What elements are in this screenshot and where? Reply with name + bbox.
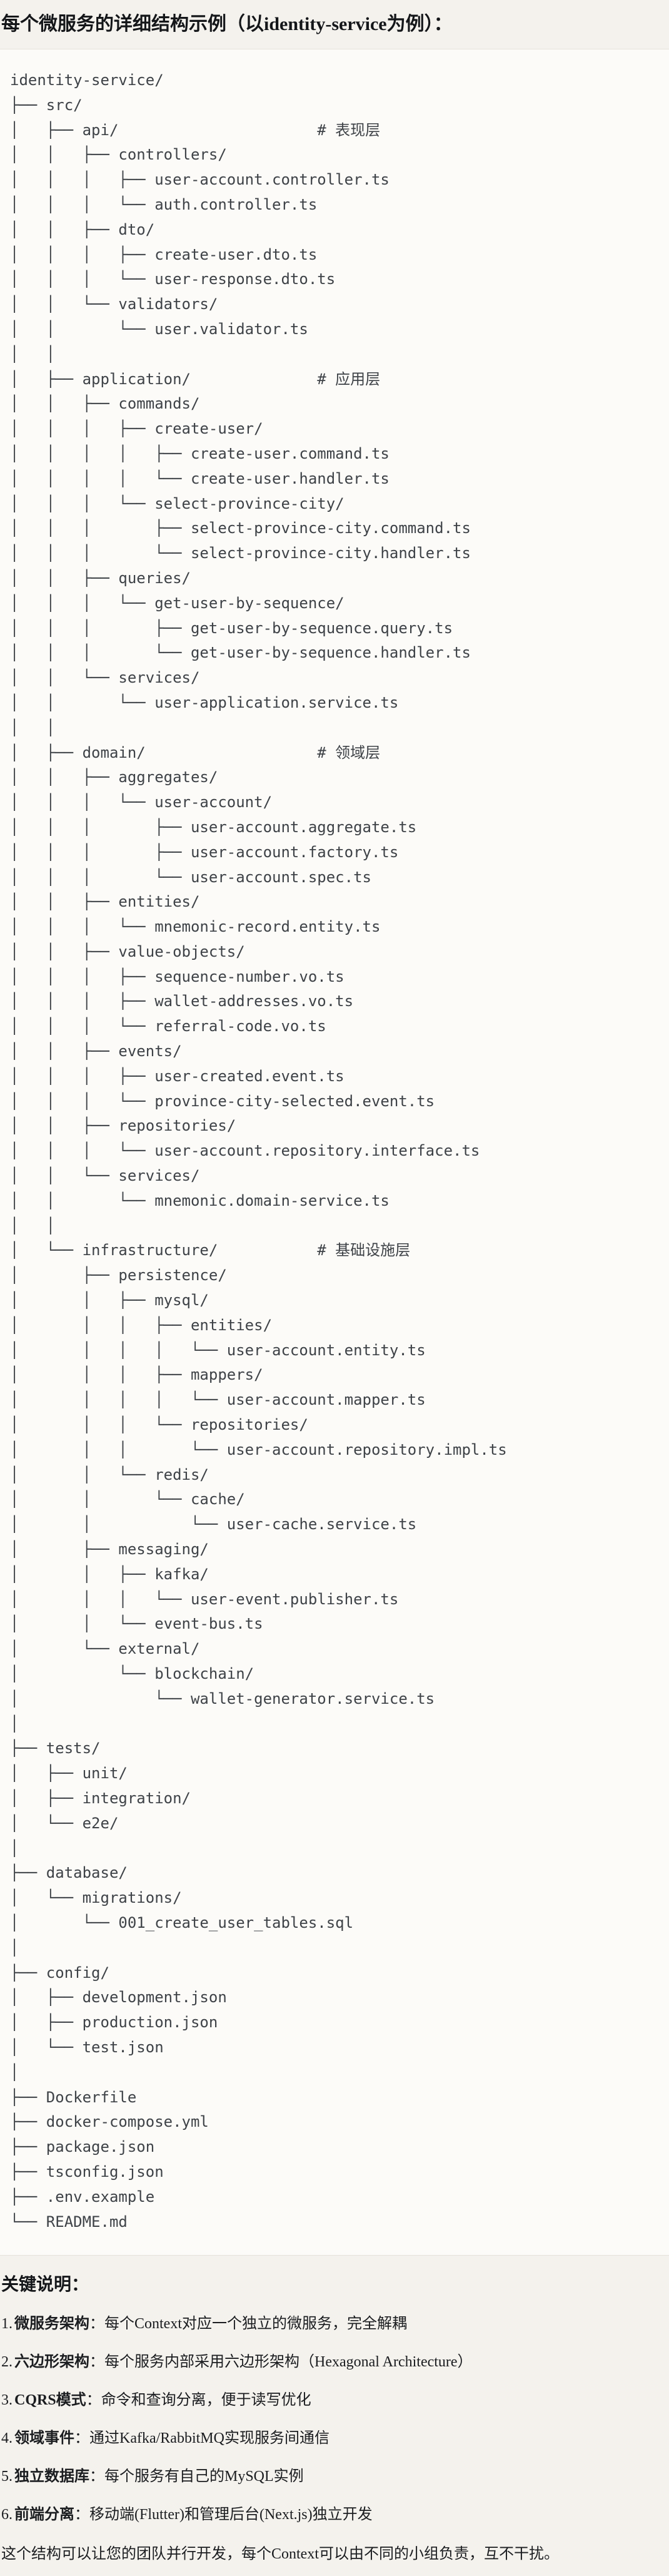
note-number: 4. bbox=[1, 2430, 13, 2447]
note-label: 前端分离 bbox=[14, 2507, 74, 2523]
note-label: 微服务架构 bbox=[14, 2316, 89, 2333]
note-separator: ： bbox=[74, 2507, 89, 2523]
note-separator: ： bbox=[89, 2468, 104, 2485]
note-number: 2. bbox=[1, 2354, 13, 2371]
note-item-microservice: 1.微服务架构：每个Context对应一个独立的微服务，完全解耦 bbox=[1, 2314, 666, 2334]
note-separator: ： bbox=[74, 2430, 89, 2447]
note-separator: ： bbox=[89, 2316, 104, 2333]
directory-tree-code-block: identity-service/ ├── src/ │ ├── api/ # … bbox=[0, 49, 669, 2256]
note-text: 每个Context对应一个独立的微服务，完全解耦 bbox=[104, 2316, 407, 2333]
note-number: 1. bbox=[1, 2316, 13, 2333]
note-number: 3. bbox=[1, 2392, 13, 2409]
note-text: 通过Kafka/RabbitMQ实现服务间通信 bbox=[89, 2430, 329, 2447]
note-item-independent-db: 5.独立数据库：每个服务有自己的MySQL实例 bbox=[1, 2467, 666, 2487]
note-label: 领域事件 bbox=[14, 2430, 74, 2447]
note-text: 每个服务内部采用六边形架构（Hexagonal Architecture） bbox=[104, 2354, 473, 2371]
note-item-cqrs: 3.CQRS模式：命令和查询分离，便于读写优化 bbox=[1, 2391, 666, 2410]
note-label: 六边形架构 bbox=[14, 2354, 89, 2371]
notes-section: 关键说明： 1.微服务架构：每个Context对应一个独立的微服务，完全解耦 2… bbox=[0, 2274, 669, 2564]
notes-title: 关键说明： bbox=[1, 2275, 89, 2295]
note-separator: ： bbox=[89, 2354, 104, 2371]
note-label: CQRS模式 bbox=[14, 2392, 86, 2409]
note-text: 命令和查询分离，便于读写优化 bbox=[101, 2392, 311, 2409]
note-number: 5. bbox=[1, 2468, 13, 2485]
note-text: 移动端(Flutter)和管理后台(Next.js)独立开发 bbox=[89, 2507, 373, 2523]
closing-paragraph: 这个结构可以让您的团队并行开发，每个Context可以由不同的小组负责，互不干扰… bbox=[1, 2546, 559, 2563]
note-number: 6. bbox=[1, 2507, 13, 2523]
note-label: 独立数据库 bbox=[14, 2468, 89, 2485]
note-item-hexagonal: 2.六边形架构：每个服务内部采用六边形架构（Hexagonal Architec… bbox=[1, 2353, 666, 2372]
note-text: 每个服务有自己的MySQL实例 bbox=[104, 2468, 304, 2485]
page-title: 每个微服务的详细结构示例（以identity-service为例）： bbox=[1, 14, 453, 34]
note-item-frontend-separation: 6.前端分离：移动端(Flutter)和管理后台(Next.js)独立开发 bbox=[1, 2505, 666, 2525]
note-separator: ： bbox=[86, 2392, 101, 2409]
note-item-domain-events: 4.领域事件：通过Kafka/RabbitMQ实现服务间通信 bbox=[1, 2429, 666, 2448]
